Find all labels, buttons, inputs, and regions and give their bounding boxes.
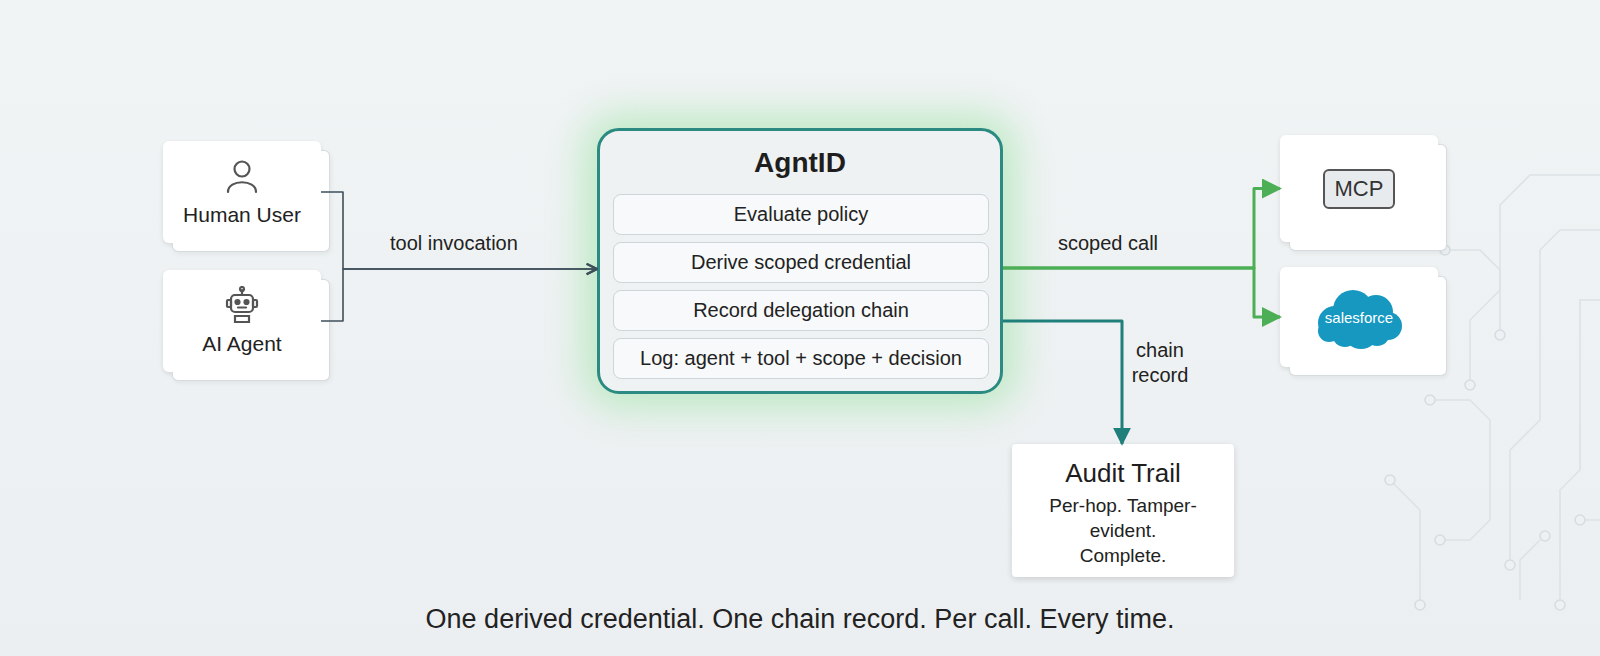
step-label: Evaluate policy: [734, 203, 869, 226]
agent-card: AI Agent: [163, 270, 321, 372]
edge-label: tool invocation: [390, 232, 518, 255]
step-label: Derive scoped credential: [691, 251, 911, 274]
target-card: MCP: [1280, 135, 1438, 242]
caption: One derived credential. One chain record…: [0, 604, 1600, 635]
connector-arrow: [1003, 321, 1122, 444]
edge-label: chain record: [1122, 338, 1198, 388]
edge-label: scoped call: [1058, 232, 1158, 255]
logo-text: salesforce: [1325, 309, 1393, 326]
gateway-box: AgntID Evaluate policyDerive scoped crede…: [597, 128, 1003, 394]
service-label: MCP: [1323, 169, 1396, 209]
step-row: Derive scoped credential: [613, 242, 989, 283]
node-body: Per-hop. Tamper-evident. Complete.: [1048, 493, 1198, 568]
connector-arrow: [1003, 268, 1280, 317]
node-title: AgntID: [600, 147, 1000, 179]
step-row: Evaluate policy: [613, 194, 989, 235]
node-label: Human User: [183, 203, 301, 227]
user-card: Human User: [163, 141, 321, 243]
step-row: Record delegation chain: [613, 290, 989, 331]
step-row: Log: agent + tool + scope + decision: [613, 338, 989, 379]
connector-arrow: [321, 269, 597, 321]
audit-box: Audit TrailPer-hop. Tamper-evident. Comp…: [1012, 444, 1234, 577]
robot-icon: [223, 286, 261, 324]
node-title: Audit Trail: [1012, 458, 1234, 489]
connector-arrow: [1003, 189, 1280, 269]
node-label: AI Agent: [202, 332, 281, 356]
target-card: salesforce: [1280, 267, 1438, 367]
step-label: Log: agent + tool + scope + decision: [640, 347, 962, 370]
step-label: Record delegation chain: [693, 299, 909, 322]
connector-arrow: [321, 192, 597, 269]
person-icon: [223, 157, 261, 195]
